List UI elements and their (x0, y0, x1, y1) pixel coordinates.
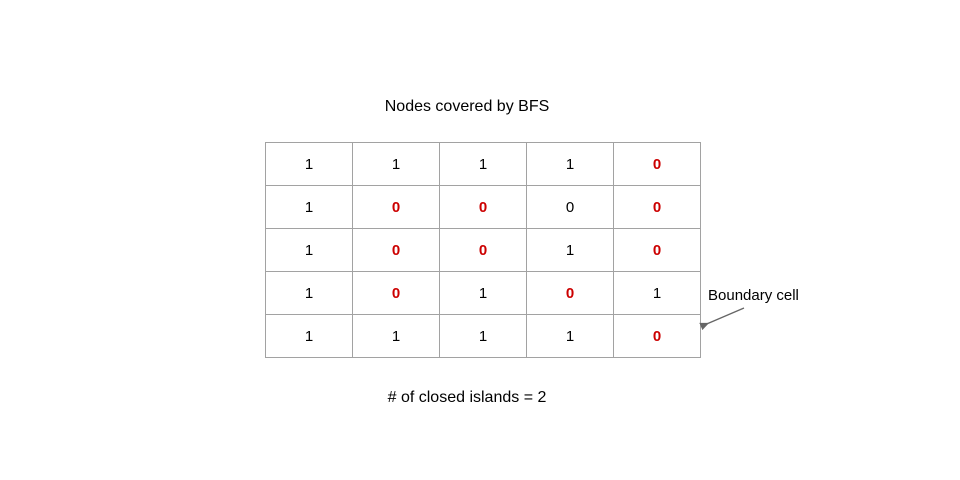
matrix-cell-3-2: 1 (439, 271, 527, 315)
matrix-cell-4-1: 1 (352, 314, 440, 358)
matrix-cell-4-4: 0 (613, 314, 701, 358)
matrix-cell-4-0: 1 (265, 314, 353, 358)
matrix-cell-1-4: 0 (613, 185, 701, 229)
matrix-cell-2-3: 1 (526, 228, 614, 272)
matrix-cell-2-2: 0 (439, 228, 527, 272)
matrix-cell-0-2: 1 (439, 142, 527, 186)
matrix-cell-3-3: 0 (526, 271, 614, 315)
arrow-down-left-icon (699, 307, 745, 331)
matrix-cell-3-4: 1 (613, 271, 701, 315)
matrix-cell-3-1: 0 (352, 271, 440, 315)
matrix-cell-4-3: 1 (526, 314, 614, 358)
matrix-cell-3-0: 1 (265, 271, 353, 315)
diagram-caption: # of closed islands = 2 (387, 389, 547, 406)
matrix-cell-1-2: 0 (439, 185, 527, 229)
matrix-cell-2-4: 0 (613, 228, 701, 272)
matrix-cell-2-0: 1 (265, 228, 353, 272)
matrix-cell-0-3: 1 (526, 142, 614, 186)
matrix-cell-1-0: 1 (265, 185, 353, 229)
matrix-cell-0-0: 1 (265, 142, 353, 186)
matrix-cell-1-3: 0 (526, 185, 614, 229)
matrix-cell-0-1: 1 (352, 142, 440, 186)
matrix-cell-0-4: 0 (613, 142, 701, 186)
matrix-cell-1-1: 0 (352, 185, 440, 229)
boundary-cell-label: Boundary cell (708, 287, 799, 304)
diagram-title: Nodes covered by BFS (384, 98, 550, 115)
matrix-cell-2-1: 0 (352, 228, 440, 272)
matrix-cell-4-2: 1 (439, 314, 527, 358)
